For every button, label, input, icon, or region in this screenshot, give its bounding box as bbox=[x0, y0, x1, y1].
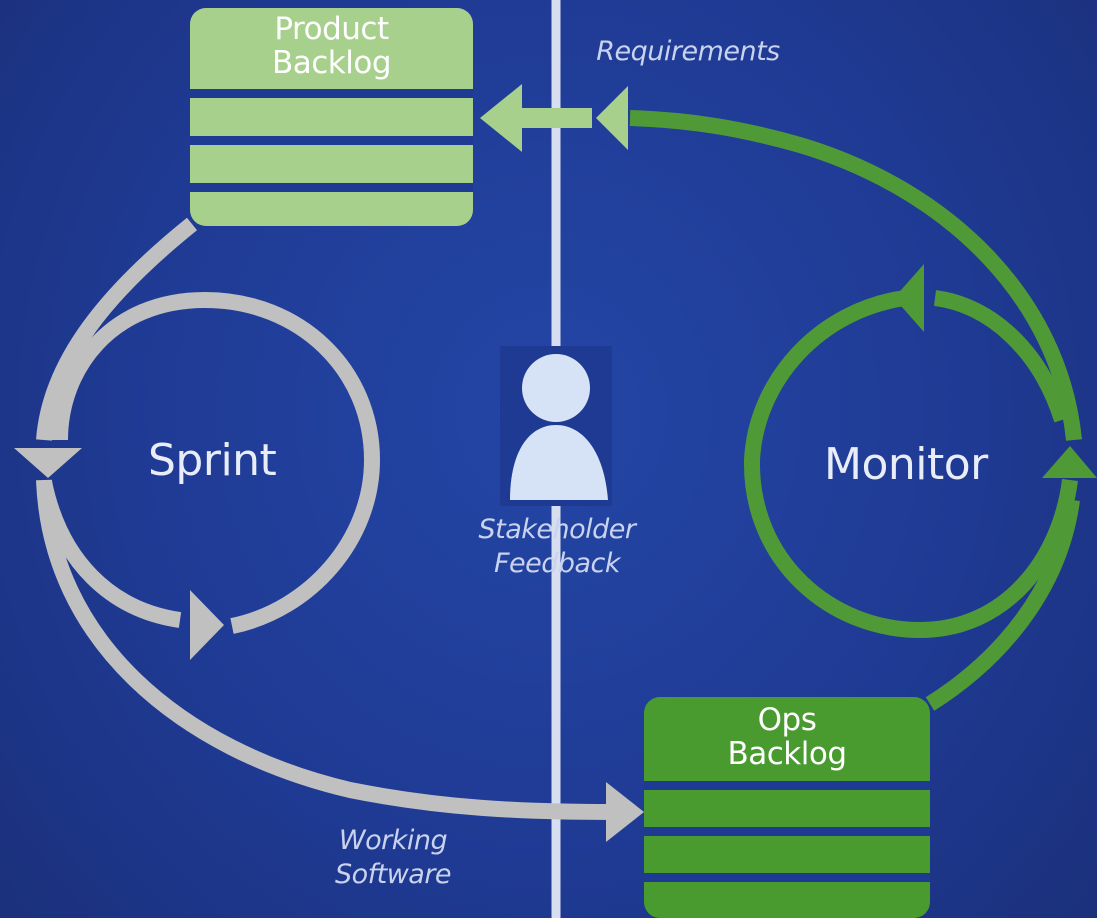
monitor-cycle-arrowhead-right bbox=[1042, 446, 1097, 478]
requirements-arrow-shaft bbox=[520, 108, 592, 128]
stakeholder-feedback-line2: Feedback bbox=[493, 548, 621, 579]
requirements-arrowhead-left bbox=[480, 84, 522, 152]
stakeholder-feedback-label: Stakeholder Feedback bbox=[462, 513, 652, 581]
requirements-arc bbox=[629, 110, 1082, 441]
monitor-label: Monitor bbox=[824, 439, 988, 490]
working-software-line2: Software bbox=[334, 859, 452, 890]
product-backlog-title-line1: Product bbox=[274, 11, 389, 47]
ops-to-monitor-path bbox=[925, 498, 1080, 711]
sprint-label: Sprint bbox=[148, 435, 277, 486]
ops-backlog-title: Ops Backlog bbox=[644, 703, 930, 771]
monitor-cycle-arrowhead-top bbox=[894, 264, 924, 332]
working-software-label: Working Software bbox=[318, 824, 468, 892]
monitor-cycle-arc-top bbox=[933, 290, 1070, 423]
requirements-label: Requirements bbox=[596, 36, 780, 67]
ops-backlog-title-line1: Ops bbox=[757, 702, 817, 738]
ops-backlog-title-line2: Backlog bbox=[727, 736, 847, 772]
stakeholder-feedback-line1: Stakeholder bbox=[478, 514, 636, 545]
working-software-arc bbox=[36, 479, 613, 820]
working-software-arrowhead bbox=[606, 782, 644, 842]
person-icon bbox=[500, 346, 612, 506]
sprint-cycle-arc-lower bbox=[36, 480, 182, 628]
monitor-cycle-arc bbox=[743, 290, 1078, 639]
ops-backlog-box bbox=[644, 697, 930, 918]
sprint-cycle-arc bbox=[52, 291, 381, 634]
working-software-line1: Working bbox=[338, 825, 448, 856]
product-backlog-title-line2: Backlog bbox=[271, 45, 392, 81]
backlog-to-sprint-path bbox=[36, 217, 198, 441]
product-backlog-box bbox=[190, 8, 473, 226]
sprint-cycle-arrowhead-bottom bbox=[190, 590, 224, 660]
requirements-arrowhead-right bbox=[596, 86, 628, 150]
sprint-cycle-arrowhead-left bbox=[14, 448, 82, 478]
product-backlog-title: Product Backlog bbox=[190, 12, 473, 80]
